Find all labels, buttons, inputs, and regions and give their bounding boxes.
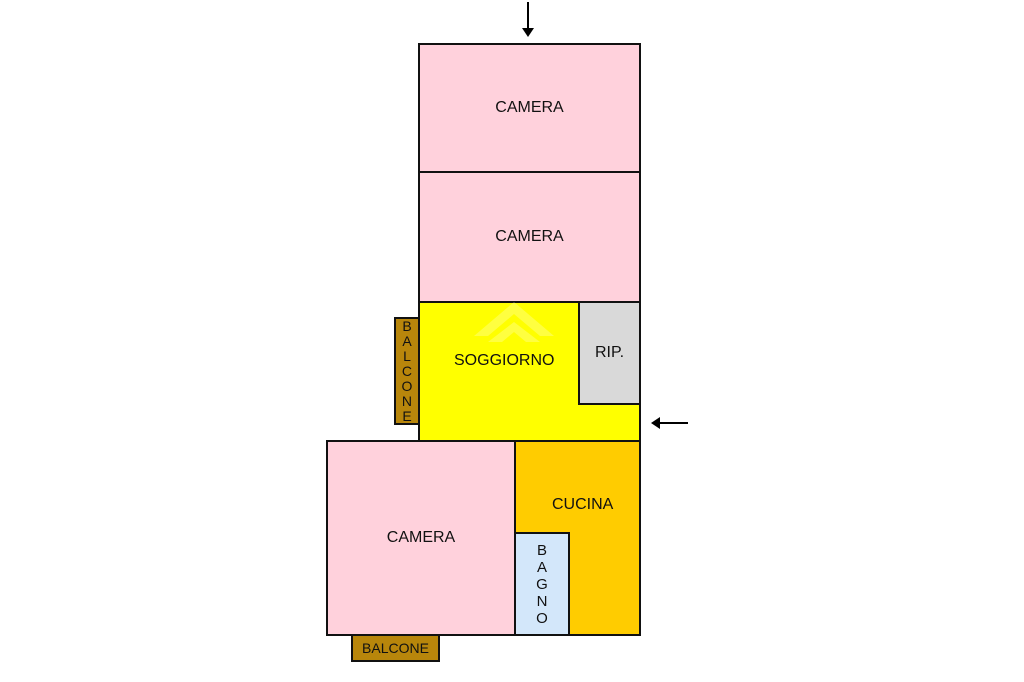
balcony-side-letter: B [402,317,412,334]
room-label-camera-top: CAMERA [495,99,564,116]
balcony-side-letter: O [401,377,413,394]
room-label-cucina: CUCINA [552,496,614,513]
room-camera-bottom: CAMERA [326,440,516,636]
bagno-letter: N [536,592,548,610]
arrow-left-icon [651,417,688,429]
room-label-soggiorno: SOGGIORNO [454,352,555,369]
room-ripostiglio: RIP. [578,301,641,405]
bagno-letter: A [536,558,547,576]
room-label-camera-bottom: CAMERA [386,529,456,546]
bagno-letter: O [536,609,548,627]
balcony-side-letter: E [402,407,412,424]
balcony-side-letter: N [401,392,413,409]
balcony-side-letter: L [403,347,411,364]
balcony-bottom: BALCONE [351,634,440,662]
arrow-down-icon [522,2,534,37]
bagno-letter: G [536,575,548,593]
bagno-letter: B [536,541,547,559]
room-camera-top: CAMERA [418,43,641,173]
house-logo-icon [474,302,554,342]
balcony-side-letter: A [402,332,412,349]
balcony-side-letter: C [401,362,413,379]
room-label-ripostiglio: RIP. [594,344,625,361]
room-label-camera-middle: CAMERA [495,228,564,245]
balcony-bottom-label: BALCONE [362,640,429,656]
room-camera-middle: CAMERA [418,171,641,303]
